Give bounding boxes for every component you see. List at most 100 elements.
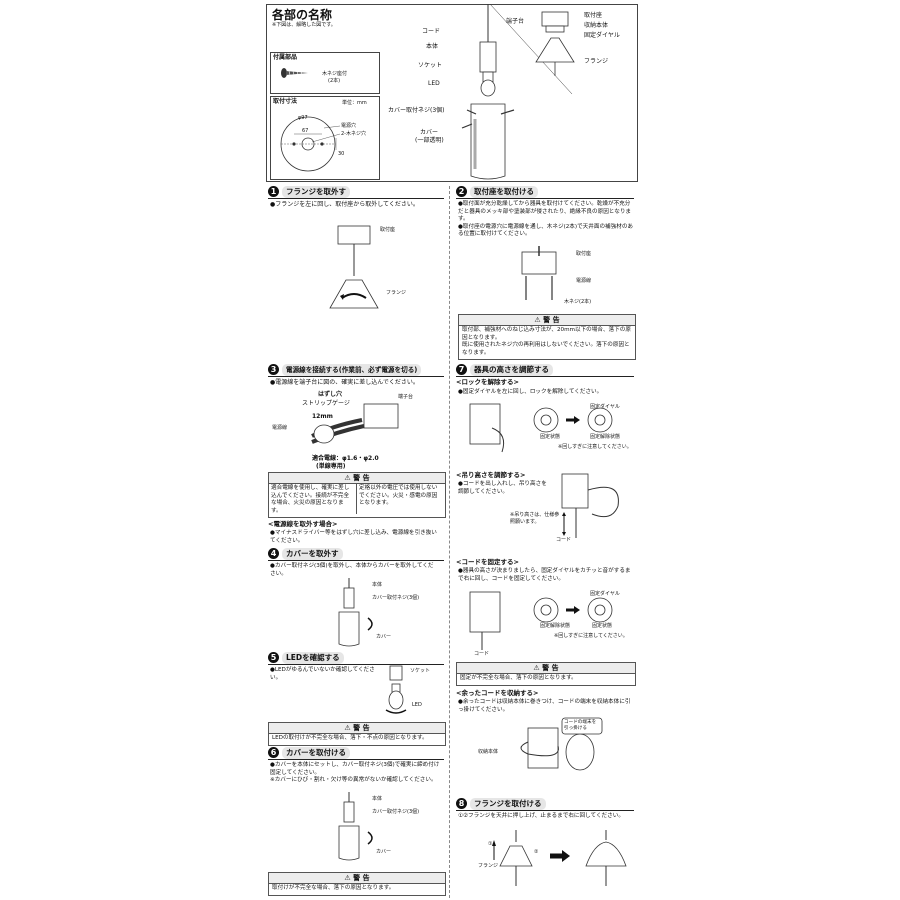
step-7-fix-title: <コードを固定する>: [456, 558, 519, 566]
step-7-height-cord: コード: [556, 537, 572, 543]
step-5-text: ●LEDがゆるんでいないか確認してください。: [270, 667, 375, 681]
dimensions-title: 取付寸法: [273, 98, 298, 105]
label-flange: フランジ: [584, 58, 609, 65]
pendant-fixture-diagram: [461, 3, 575, 180]
step-3-warning-right: 定格以外の電圧では使用しないでください。火災・感電の原因となります。: [359, 485, 438, 506]
wood-screw-icon: [281, 68, 308, 78]
dim-hole-label: 電源穴: [341, 123, 357, 129]
step-7-lock-l2: 固定状態: [540, 434, 561, 440]
step-5-label-led: LED: [412, 702, 422, 708]
step-2-text: ●取付面が充分乾燥してから器具を取付けてください。乾燥が不充分だと器具のメッキ部…: [458, 201, 634, 237]
step-7-lock-l1: 固定ダイヤル: [590, 404, 620, 410]
step-8-diagram: [492, 830, 627, 886]
step-7-store-l1: 収納本体: [478, 749, 499, 755]
step-3-label-fit: 適合電線：φ1.6・φ2.0: [312, 455, 379, 462]
step-8-label-flange: フランジ: [478, 863, 499, 869]
step-6-label-body: 本体: [372, 796, 383, 802]
step-2-label-screw: 木ネジ(2本): [564, 299, 592, 305]
step-7-lock-l3: 固定解除状態: [590, 434, 621, 440]
step-7-fix-l3: 固定状態: [592, 623, 613, 629]
step-2-label-base: 取付座: [576, 251, 592, 257]
step-3-remove-title: <電源線を取外す場合>: [268, 520, 338, 528]
accessory-count: (2本): [328, 78, 341, 84]
step-7-lock-note: ※回しすぎに注意してください。: [558, 444, 632, 450]
header-note: ※下図は、解略した図です。: [272, 22, 336, 28]
accessories-title: 付属部品: [273, 54, 298, 61]
label-fixing-dial: 固定ダイヤル: [584, 32, 620, 39]
step-1-label-base: 取付座: [380, 227, 396, 233]
page-title: 各部の名称: [272, 8, 333, 22]
label-body: 本体: [426, 43, 439, 50]
step-8-c1: ①: [488, 841, 493, 847]
step-8-c2: ②: [534, 849, 539, 855]
step-3-text: ●電源線を端子台に図の、確実に差し込んでください。: [270, 379, 419, 386]
step-5-diagram: [385, 665, 407, 714]
label-cover-sub: (一部透明): [415, 137, 444, 144]
instruction-sheet: 各部の名称 ※下図は、解略した図です。 付属部品 木ネジ座付 (2本) 取付寸法…: [262, 0, 640, 900]
step-4-label-screw: カバー取付ネジ(3個): [372, 595, 420, 601]
step-3-remove-text: ●マイナスドライバー等をはずし穴に差し込み、電源線を引き抜いてください。: [270, 530, 437, 544]
step-3-label-wire: 電源線: [272, 425, 288, 431]
step-3-label-fit2: (単線専用): [316, 463, 346, 470]
step-3-diagram: [311, 403, 399, 444]
label-cover: カバー: [420, 129, 439, 136]
step-7-height-note: ※吊り高さは、仕様参照願います。: [510, 512, 560, 525]
step-6-warning: ⚠ 警 告 取付けが不完全な場合、落下の原因となります。: [268, 872, 446, 896]
label-cord: コード: [422, 28, 441, 35]
step-6-text: ●カバーを本体にセットし、カバー取付ネジ(3個)で確実に締め付け固定してください…: [270, 762, 440, 783]
step-2-warning: ⚠ 警 告 取付部、補強材へのねじ込み寸法が、20mm以下の場合、落下の原因とな…: [458, 314, 636, 360]
dim-width: 67: [302, 128, 309, 134]
step-7-warning: ⚠ 警 告 固定が不完全な場合、落下の原因となります。: [456, 662, 636, 686]
step-6-diagram: [338, 792, 373, 861]
step-3-label-12mm: 12mm: [312, 413, 333, 420]
step-7-height-text: ●コードを出し入れし、吊り高さを調節してください。: [458, 481, 547, 495]
label-led: LED: [428, 80, 440, 87]
step-7-fix-diagram: [469, 591, 613, 650]
step-7-height-diagram: [561, 473, 619, 538]
step-7-lock-title: <ロックを解除する>: [456, 378, 519, 386]
step-4-diagram: [338, 578, 373, 647]
step-7-fix-text: ●器具の高さが決まりましたら、固定ダイヤルをカチッと音がするまで右に回し、コード…: [458, 568, 631, 582]
step-7-store-text: ●余ったコードは収納本体に巻きつけ、コードの端末を収納本体に引っ掛けてください。: [458, 699, 631, 713]
step-4-label-cover: カバー: [376, 634, 392, 640]
step-3-label-terminal: 端子台: [398, 394, 414, 400]
label-storage-body: 収納本体: [584, 22, 609, 29]
step-1-text: ●フランジを左に回し、取付座から取外してください。: [270, 201, 419, 208]
dim-diameter: φ97: [298, 115, 308, 121]
step-3-warning: ⚠ 警 告 適合電線を使用し、確実に差し込んでください。接続が不完全な場合、火災…: [268, 472, 446, 518]
step-7-lock-text: ●固定ダイヤルを左に回し、ロックを解除してください。: [458, 389, 603, 395]
step-2-label-wire: 電源線: [576, 278, 592, 284]
dimensions-unit: 単位：mm: [342, 100, 367, 106]
step-6-label-screw: カバー取付ネジ(3個): [372, 809, 420, 815]
step-7-fix-l2: 固定解除状態: [540, 623, 571, 629]
dimensions-box: [270, 96, 380, 180]
step-8-text: ①②フランジを天井に押し上げ、止まるまで右に回してください。: [458, 813, 624, 819]
accessory-item: 木ネジ座付: [322, 71, 348, 77]
step-4-text: ●カバー取付ネジ(3個)を取外し、本体からカバーを取外してください。: [270, 563, 434, 577]
label-socket: ソケット: [418, 62, 443, 69]
label-terminal: 端子台: [506, 18, 525, 25]
step-4-label-body: 本体: [372, 582, 383, 588]
step-7-fix-cord: コード: [474, 651, 490, 657]
label-mount-base: 取付座: [584, 12, 603, 19]
step-1-label-flange: フランジ: [386, 290, 407, 296]
dim-height: 30: [338, 151, 345, 157]
step-5-warning: ⚠ 警 告 LEDの取付けが不完全な場合、落下・不点の原因となります。: [268, 722, 446, 746]
step-2-diagram: [521, 246, 557, 300]
step-7-fix-l1: 固定ダイヤル: [590, 591, 620, 597]
step-3-label-hazushi: はずし穴: [318, 391, 343, 398]
step-5-label-socket: ソケット: [410, 668, 431, 674]
step-7-height-title: <吊り高さを調節する>: [456, 471, 526, 479]
step-7-lock-diagram: [469, 403, 613, 453]
step-7-store-l2: コードの端末を引っ掛ける: [564, 720, 597, 731]
column-divider: [449, 186, 450, 898]
mount-dimension-diagram: [280, 116, 341, 172]
